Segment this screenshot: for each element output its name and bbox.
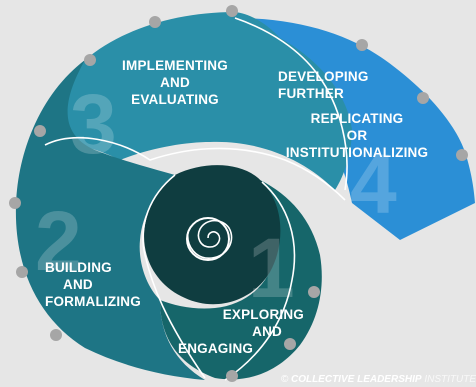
rim-dot bbox=[226, 5, 238, 17]
divider-3-4 bbox=[234, 17, 348, 191]
spiral-ring bbox=[186, 217, 230, 261]
divider-core bbox=[224, 181, 296, 381]
stage-4-top-label: DEVELOPING FURTHER bbox=[278, 68, 369, 102]
stage-4-top-line: FURTHER bbox=[278, 86, 344, 101]
rim-dot bbox=[9, 197, 21, 209]
rim-dot bbox=[356, 39, 368, 51]
divider-1-2 bbox=[142, 174, 206, 379]
stage-3-label: IMPLEMENTING AND EVALUATING bbox=[112, 57, 238, 108]
stage-2-number: 2 bbox=[35, 194, 82, 288]
stage-2-line: FORMALIZING bbox=[45, 294, 141, 309]
credit-tail: INSTITUTE bbox=[424, 374, 476, 385]
rim-dot bbox=[16, 266, 28, 278]
stage-2-segment bbox=[15, 60, 206, 380]
stage-2-line: AND bbox=[63, 277, 93, 292]
rim-dot bbox=[284, 338, 296, 350]
rim-dot bbox=[34, 125, 46, 137]
stage-1-segment bbox=[160, 180, 322, 380]
rim-dot bbox=[417, 92, 429, 104]
rim-dot bbox=[456, 149, 468, 161]
core-segment bbox=[144, 165, 281, 305]
copyright-credit: © COLLECTIVE LEADERSHIP INSTITUTE bbox=[281, 374, 476, 385]
stage-3-line: IMPLEMENTING bbox=[122, 58, 228, 73]
spiral-lines bbox=[44, 17, 348, 381]
stage-1-line: AND bbox=[252, 324, 282, 339]
divider-2-3 bbox=[44, 137, 346, 201]
stage-4-number: 4 bbox=[350, 137, 397, 231]
copyright-symbol: © bbox=[280, 374, 289, 385]
rim-dot bbox=[226, 370, 238, 382]
rim-dot bbox=[149, 16, 161, 28]
stage-3-number: 3 bbox=[70, 77, 117, 171]
rim-dots bbox=[9, 5, 468, 382]
stage-2-label: BUILDING AND FORMALIZING bbox=[45, 259, 141, 310]
stage-1-number: 1 bbox=[248, 221, 295, 315]
rim-dot bbox=[84, 54, 96, 66]
stage-3-line: EVALUATING bbox=[131, 92, 219, 107]
stage-4-line: INSTITUTIONALIZING bbox=[285, 145, 429, 160]
stage-1-line: EXPLORING bbox=[222, 307, 304, 322]
stage-2-line: BUILDING bbox=[45, 260, 112, 275]
stage-4-top-line: DEVELOPING bbox=[278, 69, 369, 84]
stage-4-label: REPLICATING OR INSTITUTIONALIZING bbox=[272, 110, 442, 161]
stage-1-line: ENGAGING bbox=[178, 341, 254, 356]
stage-1-label: EXPLORING AND ENGAGING bbox=[176, 306, 304, 357]
credit-org: COLLECTIVE LEADERSHIP bbox=[290, 374, 422, 385]
inner-spiral bbox=[187, 219, 233, 259]
stage-4-line: OR bbox=[346, 128, 368, 143]
stage-3-line: AND bbox=[160, 75, 190, 90]
stage-4-line: REPLICATING bbox=[310, 111, 404, 126]
rim-dot bbox=[50, 329, 62, 341]
rim-dot bbox=[308, 286, 320, 298]
